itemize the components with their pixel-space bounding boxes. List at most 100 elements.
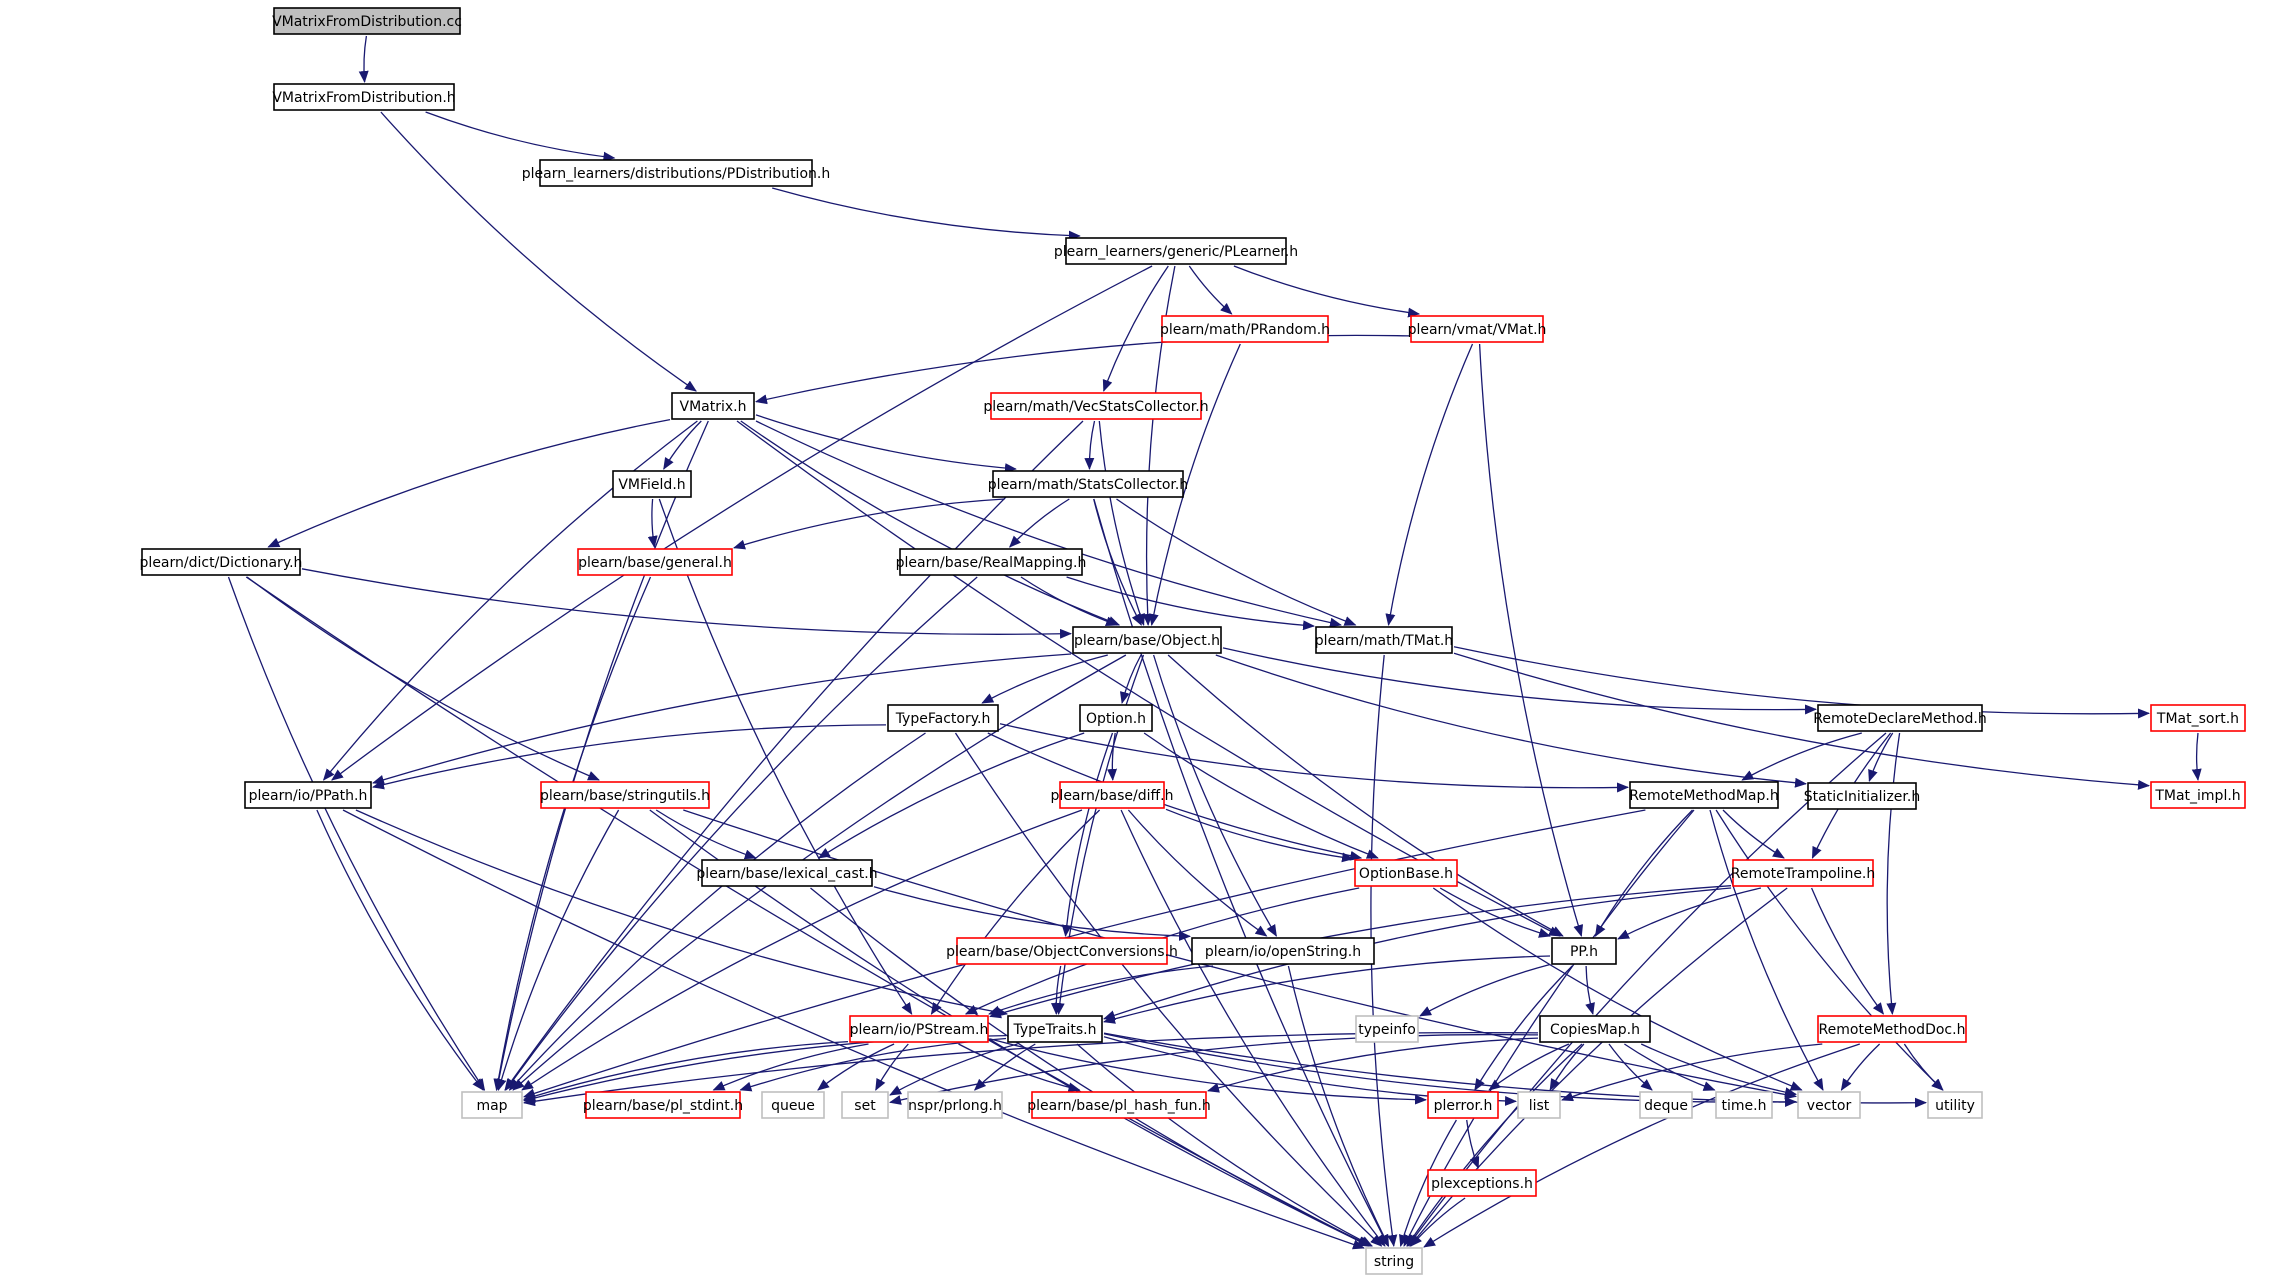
node-label-queue: queue: [771, 1098, 815, 1114]
node-prlong: nspr/prlong.h: [907, 1091, 1003, 1119]
edge-vmatrix-to-statscoll: [755, 414, 1017, 474]
node-vmfd_h[interactable]: VMatrixFromDistribution.h: [272, 83, 456, 111]
edge-statscoll-to-realmapping: [1009, 498, 1070, 548]
node-lexicalcast[interactable]: plearn/base/lexical_cast.h: [696, 859, 878, 887]
edge-remotemethoddoc-to-vector: [1840, 1043, 1881, 1091]
edge-root-to-vmfd_h: [358, 35, 369, 83]
node-box-statscoll: [992, 470, 1184, 498]
node-copiesmap[interactable]: CopiesMap.h: [1539, 1015, 1651, 1043]
edge-vecstats-to-statscoll: [1084, 420, 1096, 470]
node-box-tmat: [1315, 626, 1453, 654]
edge-tmat-to-tmatsort: [1453, 646, 2150, 719]
node-plerror[interactable]: plerror.h: [1427, 1091, 1499, 1119]
node-label-lexicalcast: plearn/base/lexical_cast.h: [696, 866, 877, 882]
node-pdist[interactable]: plearn_learners/distributions/PDistribut…: [522, 159, 830, 187]
node-vecstats[interactable]: plearn/math/VecStatsCollector.h: [983, 392, 1209, 420]
node-statscoll[interactable]: plearn/math/StatsCollector.h: [988, 470, 1188, 498]
edge-remotedeclare-to-remotemethoddoc: [1886, 732, 1901, 1015]
node-plstdint[interactable]: plearn/base/pl_stdint.h: [583, 1091, 743, 1119]
node-box-set: [841, 1091, 889, 1119]
node-remotetrampoline[interactable]: RemoteTrampoline.h: [1731, 859, 1876, 887]
node-deque: deque: [1639, 1091, 1693, 1119]
edge-ppath-to-typetraits: [355, 809, 1009, 1017]
edge-vmatrix-to-vmfield: [663, 420, 702, 470]
node-label-plstdint: plearn/base/pl_stdint.h: [583, 1098, 743, 1114]
edge-object-to-option: [1119, 654, 1142, 704]
node-box-plearner: [1065, 237, 1287, 265]
node-label-remotetrampoline: RemoteTrampoline.h: [1731, 866, 1876, 882]
edge-vmfield-to-general: [647, 498, 658, 548]
node-typefactory[interactable]: TypeFactory.h: [887, 704, 999, 732]
node-box-openstring: [1191, 937, 1375, 965]
edge-statscoll-to-tmat: [1116, 498, 1357, 626]
node-box-vmfield: [612, 470, 692, 498]
node-ppath[interactable]: plearn/io/PPath.h: [244, 781, 372, 809]
node-label-vmat: plearn/vmat/VMat.h: [1408, 322, 1547, 338]
node-plexceptions[interactable]: plexceptions.h: [1427, 1169, 1537, 1197]
node-tmatimpl[interactable]: TMat_impl.h: [2150, 781, 2246, 809]
edge-plearner-to-vecstats: [1102, 265, 1169, 392]
node-label-utility: utility: [1935, 1098, 1975, 1114]
node-tmat[interactable]: plearn/math/TMat.h: [1315, 626, 1453, 654]
edge-pp-to-typeinfo: [1419, 963, 1551, 1017]
edge-stringutils-to-lexicalcast: [655, 809, 757, 860]
node-label-vmfield: VMField.h: [618, 477, 685, 493]
node-box-remotemethoddoc: [1817, 1015, 1967, 1043]
edge-vmatrix-to-object: [740, 420, 1121, 626]
node-box-plexceptions: [1427, 1169, 1537, 1197]
edge-pstream-to-plerror: [989, 1038, 1427, 1105]
edge-copiesmap-to-plerror: [1488, 1043, 1570, 1091]
node-label-optionbase: OptionBase.h: [1359, 866, 1453, 882]
edge-ppath-to-string: [342, 809, 1365, 1250]
node-typetraits[interactable]: TypeTraits.h: [1007, 1015, 1103, 1043]
node-object[interactable]: plearn/base/Object.h: [1072, 626, 1222, 654]
node-box-map: [461, 1091, 523, 1119]
edge-diff-to-optionbase: [1165, 808, 1354, 863]
node-remotemethodmap[interactable]: RemoteMethodMap.h: [1629, 781, 1779, 809]
node-box-typefactory: [887, 704, 999, 732]
node-box-stringutils: [540, 781, 710, 809]
node-box-list: [1517, 1091, 1561, 1119]
node-tmatsort[interactable]: TMat_sort.h: [2150, 704, 2246, 732]
node-box-prandom: [1161, 315, 1329, 343]
edge-copiesmap-to-timeh: [1624, 1043, 1716, 1091]
node-openstring[interactable]: plearn/io/openString.h: [1191, 937, 1375, 965]
node-remotedeclare[interactable]: RemoteDeclareMethod.h: [1813, 704, 1987, 732]
node-objconv[interactable]: plearn/base/ObjectConversions.h: [946, 937, 1178, 965]
node-box-object: [1072, 626, 1222, 654]
node-diff[interactable]: plearn/base/diff.h: [1051, 781, 1174, 809]
edge-plearner-to-object: [1142, 265, 1176, 626]
edge-objconv-to-typetraits: [1050, 965, 1062, 1015]
node-general[interactable]: plearn/base/general.h: [577, 548, 733, 576]
edge-option-to-diff: [1107, 732, 1118, 781]
node-box-root: [273, 7, 461, 35]
node-box-string: [1365, 1247, 1423, 1275]
node-typeinfo: typeinfo: [1355, 1015, 1419, 1043]
edge-pstream-to-queue: [817, 1043, 895, 1091]
edge-dictionary-to-stringutils: [246, 576, 600, 781]
node-realmapping[interactable]: plearn/base/RealMapping.h: [896, 548, 1087, 576]
node-box-vmat: [1410, 315, 1544, 343]
node-plearner[interactable]: plearn_learners/generic/PLearner.h: [1054, 237, 1298, 265]
node-optionbase[interactable]: OptionBase.h: [1354, 859, 1458, 887]
node-stringutils[interactable]: plearn/base/stringutils.h: [540, 781, 710, 809]
edge-remotemethodmap-to-vector: [1709, 809, 1824, 1091]
node-option[interactable]: Option.h: [1079, 704, 1153, 732]
node-dictionary[interactable]: plearn/dict/Dictionary.h: [140, 548, 303, 576]
edges-layer: [227, 35, 2202, 1250]
node-vmfield[interactable]: VMField.h: [612, 470, 692, 498]
node-pstream[interactable]: plearn/io/PStream.h: [849, 1015, 989, 1043]
node-root[interactable]: VMatrixFromDistribution.cc: [272, 7, 462, 35]
node-vector: vector: [1797, 1091, 1861, 1119]
node-box-plerror: [1427, 1091, 1499, 1119]
node-vmat[interactable]: plearn/vmat/VMat.h: [1408, 315, 1547, 343]
node-vmatrix[interactable]: VMatrix.h: [671, 392, 755, 420]
node-remotemethoddoc[interactable]: RemoteMethodDoc.h: [1817, 1015, 1967, 1043]
edge-remotedeclare-to-remotemethodmap: [1741, 732, 1862, 781]
edge-pstream-to-set: [875, 1043, 909, 1091]
node-prandom[interactable]: plearn/math/PRandom.h: [1160, 315, 1330, 343]
node-staticinit[interactable]: StaticInitializer.h: [1804, 782, 1920, 810]
edge-dictionary-to-object: [301, 568, 1072, 639]
node-pp[interactable]: PP.h: [1551, 937, 1617, 965]
node-plhashfun[interactable]: plearn/base/pl_hash_fun.h: [1027, 1091, 1211, 1119]
